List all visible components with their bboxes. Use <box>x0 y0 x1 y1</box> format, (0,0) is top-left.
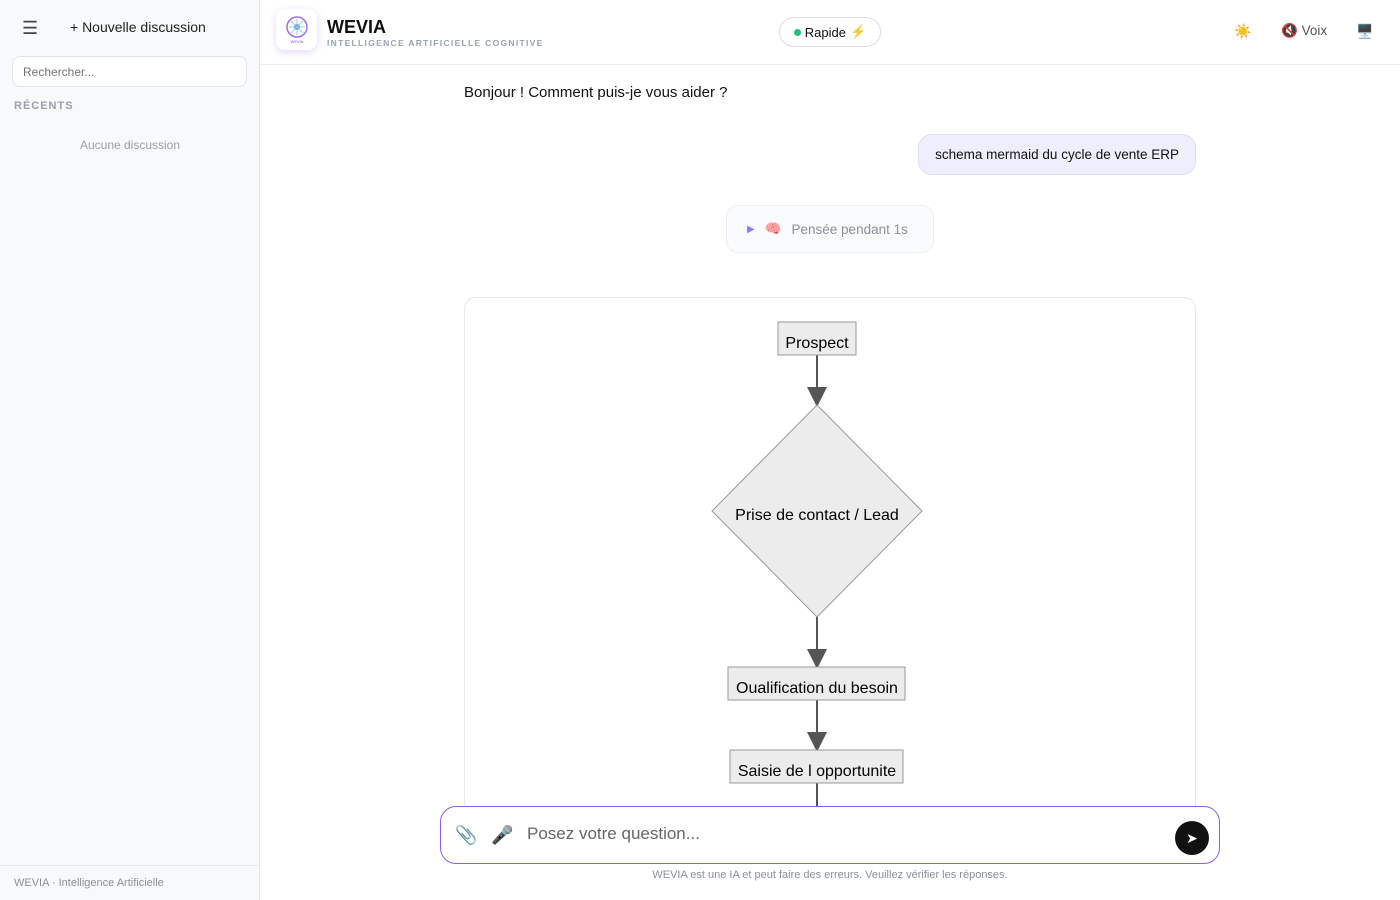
mermaid-diagram: Prospect Prise de contact / Lead Oualifi… <box>464 297 1196 807</box>
play-triangle-icon: ▶ <box>747 223 755 235</box>
screen-icon[interactable]: 🖥️ <box>1356 23 1374 39</box>
thinking-toggle[interactable]: ▶ 🧠 Pensée pendant 1s <box>726 205 934 253</box>
node-decision <box>711 404 923 618</box>
node-prospect <box>777 321 857 356</box>
new-chat-button[interactable]: + Nouvelle discussion <box>70 19 206 35</box>
assistant-greeting: Bonjour ! Comment puis-je vous aider ? <box>464 84 728 101</box>
header: WEVIA WEVIA INTELLIGENCE ARTIFICIELLE CO… <box>260 0 1400 65</box>
lightning-icon: ⚡ <box>850 24 867 39</box>
voice-label: Voix <box>1301 23 1328 38</box>
message-input[interactable] <box>527 824 1127 844</box>
node-qualification <box>727 666 906 701</box>
thinking-label: Pensée pendant 1s <box>791 221 908 237</box>
app-title: WEVIA <box>327 17 387 37</box>
sidebar-footer: WEVIA · Intelligence Artificielle <box>0 865 260 900</box>
node-label: Oualification du besoin <box>736 680 898 697</box>
mode-label: Rapide <box>804 24 846 40</box>
app-tagline: INTELLIGENCE ARTIFICIELLE COGNITIVE <box>327 38 544 48</box>
message-composer: 📎 🎤 ➤ <box>440 806 1220 864</box>
search-input[interactable] <box>12 56 247 87</box>
theme-toggle-sun-icon[interactable]: ☀️ <box>1234 23 1252 39</box>
disclaimer: WEVIA est une IA et peut faire des erreu… <box>652 869 1008 881</box>
recents-heading: RÉCENTS <box>14 100 74 112</box>
sidebar: ☰ + Nouvelle discussion RÉCENTS Aucune d… <box>0 0 260 900</box>
menu-icon[interactable]: ☰ <box>22 18 39 38</box>
mode-selector[interactable]: Rapide ⚡ <box>779 17 881 47</box>
brain-icon: 🧠 <box>764 221 782 236</box>
user-message: schema mermaid du cycle de vente ERP <box>918 134 1196 175</box>
node-opportunity <box>729 749 904 784</box>
mute-icon: 🔇 <box>1281 23 1298 38</box>
paperclip-icon[interactable]: 📎 <box>455 825 478 845</box>
brain-logo-icon: WEVIA <box>285 15 308 44</box>
status-dot-icon <box>793 28 801 36</box>
microphone-icon[interactable]: 🎤 <box>491 825 514 845</box>
node-label: Saisie de l opportunite <box>738 763 896 780</box>
node-label: Prise de contact / Lead <box>735 507 899 524</box>
send-button[interactable]: ➤ <box>1175 821 1209 855</box>
voice-button[interactable]: 🔇 Voix <box>1281 23 1327 39</box>
node-label: Prospect <box>785 335 849 352</box>
logo: WEVIA <box>276 9 317 50</box>
empty-history: Aucune discussion <box>79 138 181 152</box>
svg-text:WEVIA: WEVIA <box>290 39 303 44</box>
chat-area: Bonjour ! Comment puis-je vous aider ? s… <box>260 65 1400 900</box>
